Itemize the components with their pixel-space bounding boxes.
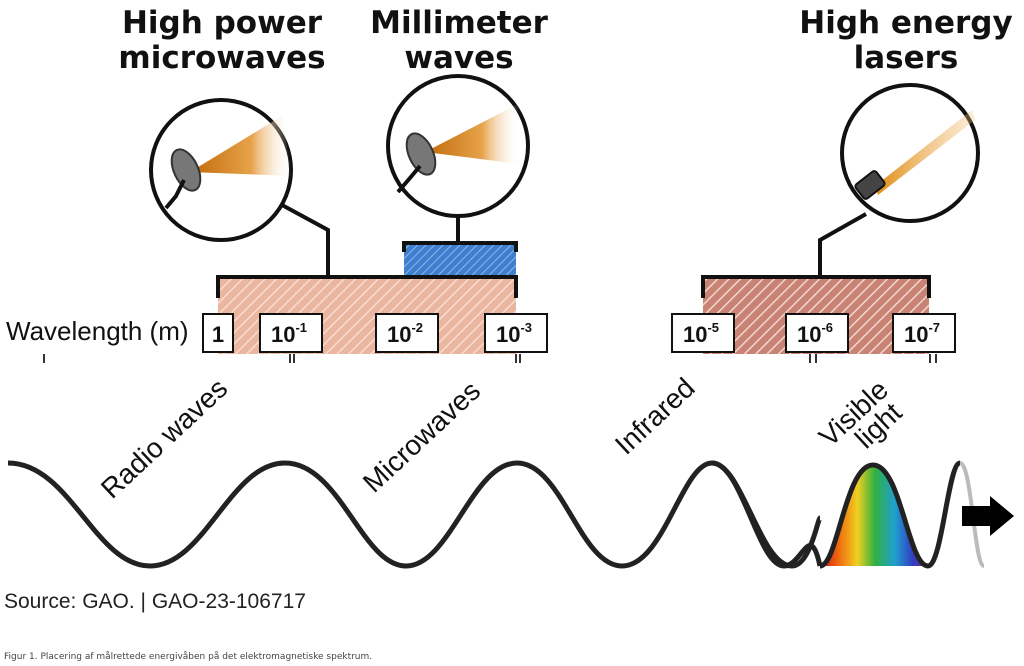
hel-laser-icon [818,83,980,275]
tick-10-3: 10-3 [484,313,548,353]
band-label-infrared: Infrared [609,372,701,460]
source-note: Source: GAO. | GAO-23-106717 [4,590,306,613]
tick-10-1: 10-1 [259,313,323,353]
mmw-title-line2: waves [404,40,513,76]
mmw-range-bar [402,241,518,277]
tick-1: 1 [202,313,234,353]
tick-10-2: 10-2 [375,313,439,353]
mmw-emitter-icon [386,74,530,242]
svg-text:10-2: 10-2 [387,320,423,347]
em-wave-tail [711,460,962,569]
hel-title-line1: High energy [799,5,1012,41]
svg-text:10-3: 10-3 [496,320,532,347]
figure-caption: Figur 1. Placering af målrettede energiv… [4,652,373,662]
tick-10-6: 10-6 [785,313,849,353]
svg-text:10-6: 10-6 [797,320,833,347]
wavelength-axis-label: Wavelength (m) [6,316,189,346]
svg-text:10-7: 10-7 [904,320,940,347]
tick-10-7: 10-7 [892,313,956,353]
band-label-radio-waves: Radio waves [95,372,233,504]
hpm-emitter-icon [149,98,330,275]
mmw-title-line1: Millimeter [370,5,549,41]
band-label-microwaves: Microwaves [357,375,486,498]
tick-10-5: 10-5 [671,313,735,353]
direction-arrow-icon [962,496,1014,536]
svg-text:1: 1 [212,322,224,347]
hpm-title-line2: microwaves [118,40,325,76]
hel-title-line2: lasers [854,40,959,76]
svg-text:10-1: 10-1 [271,320,307,347]
svg-text:10-5: 10-5 [683,320,719,347]
hpm-title-line1: High power [122,5,323,41]
band-brackets [43,354,937,363]
